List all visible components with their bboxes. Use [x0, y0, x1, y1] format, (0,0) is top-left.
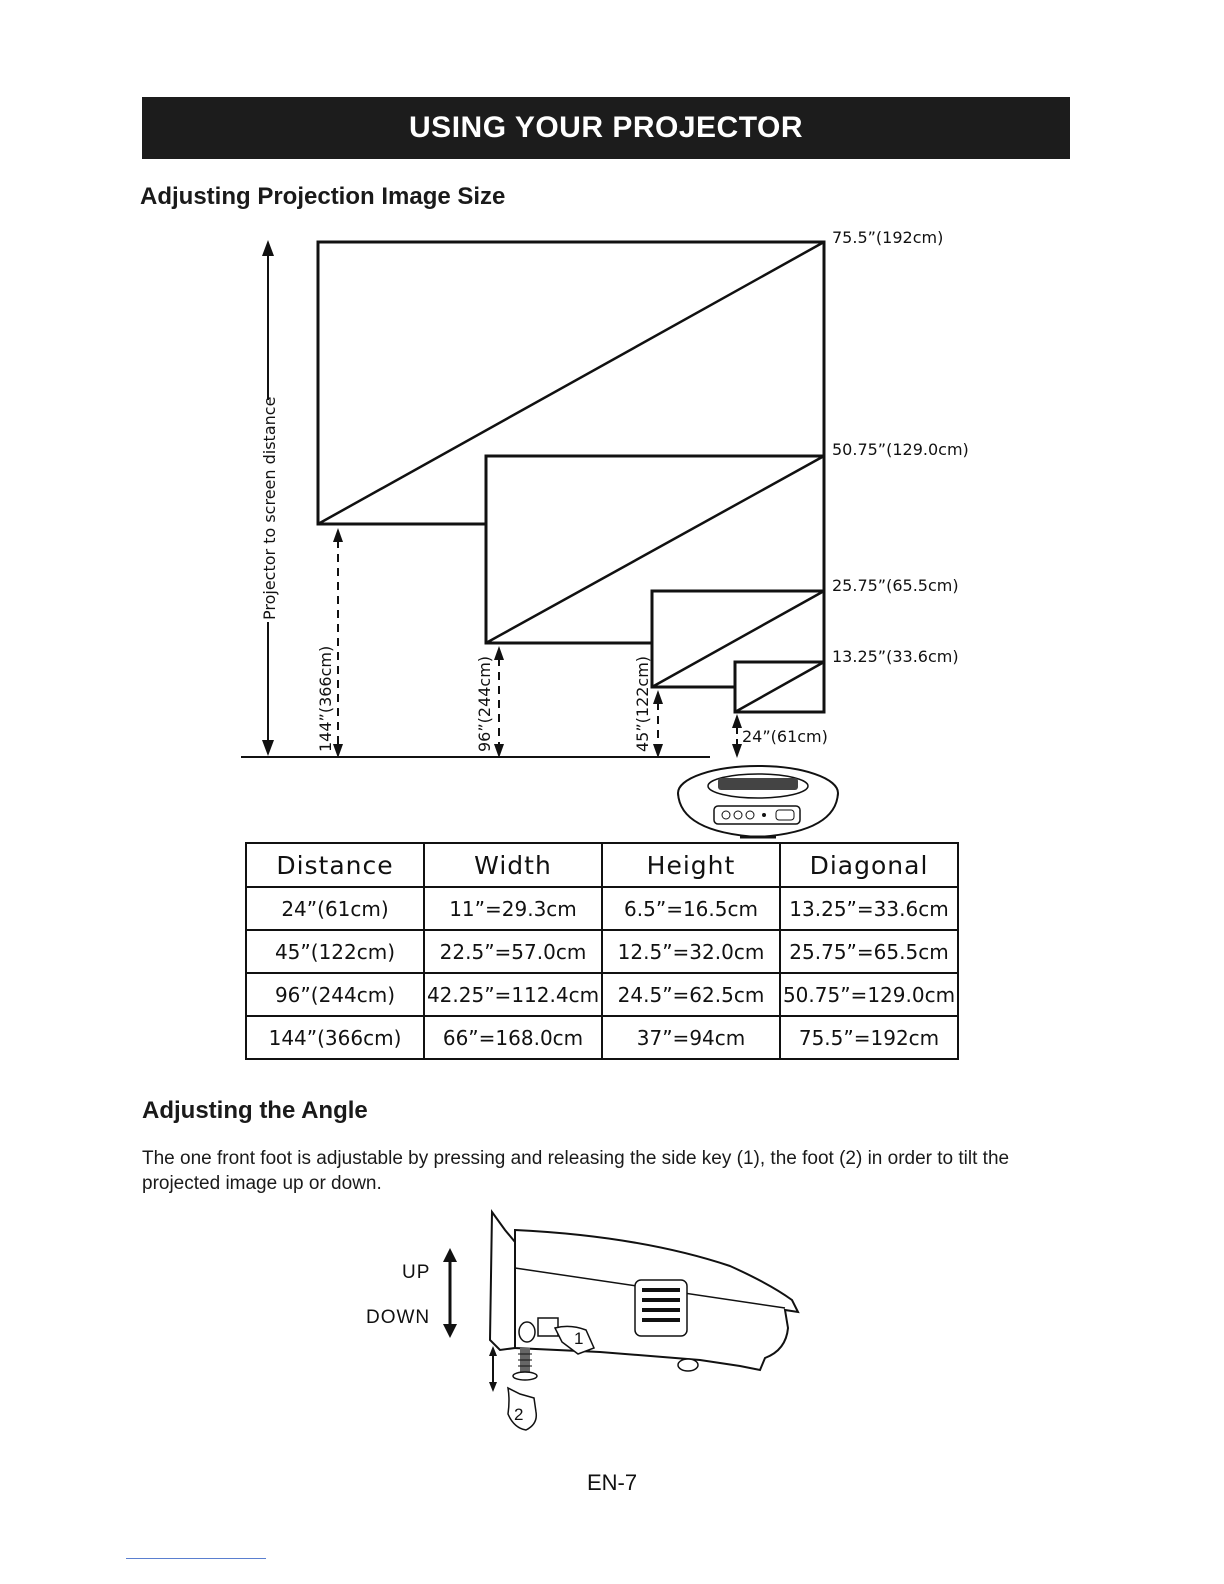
table-cell: 50.75”=129.0cm — [779, 972, 959, 1017]
projector-illustration — [677, 765, 839, 839]
projection-size-diagram: Projector to screen distance 75.5”(192cm… — [241, 228, 969, 839]
table-cell: 22.5”=57.0cm — [423, 929, 603, 974]
table-cell: 24.5”=62.5cm — [601, 972, 781, 1017]
table-row: 24”(61cm) 11”=29.3cm 6.5”=16.5cm 13.25”=… — [245, 886, 959, 931]
table-header: Distance — [245, 842, 425, 888]
table-row: 45”(122cm) 22.5”=57.0cm 12.5”=32.0cm 25.… — [245, 929, 959, 974]
table-cell: 13.25”=33.6cm — [779, 886, 959, 931]
spec-table-wrap: Distance Width Height Diagonal 24”(61cm)… — [245, 842, 959, 1060]
table-header: Height — [601, 842, 781, 888]
table-cell: 45”(122cm) — [245, 929, 425, 974]
distance-axis: Projector to screen distance — [260, 240, 279, 756]
page-number: EN-7 — [586, 1470, 638, 1495]
table-cell: 11”=29.3cm — [423, 886, 603, 931]
table-cell: 144”(366cm) — [245, 1015, 425, 1060]
foot-arrow-icon — [489, 1346, 497, 1392]
table-cell: 12.5”=32.0cm — [601, 929, 781, 974]
distance-marker-45: 45”(122cm) — [633, 656, 663, 758]
heading-angle: Adjusting the Angle — [142, 1097, 368, 1124]
table-row: 144”(366cm) 66”=168.0cm 37”=94cm 75.5”=1… — [245, 1015, 959, 1060]
table-row: 96”(244cm) 42.25”=112.4cm 24.5”=62.5cm 5… — [245, 972, 959, 1017]
press-finger-icon-2: 2 — [507, 1386, 538, 1431]
angle-adjust-figure: UP DOWN 1 2 — [366, 1208, 800, 1431]
table-cell: 25.75”=65.5cm — [779, 929, 959, 974]
size-label-75: 75.5”(192cm) — [832, 228, 943, 247]
angle-instructions: The one front foot is adjustable by pres… — [142, 1148, 1010, 1194]
distance-label-144: 144”(366cm) — [316, 646, 335, 752]
table-cell: 66”=168.0cm — [423, 1015, 603, 1060]
press-finger-icon-1: 1 — [553, 1325, 596, 1355]
distance-marker-144: 144”(366cm) — [316, 528, 343, 758]
spec-table: Distance Width Height Diagonal 24”(61cm)… — [245, 842, 959, 1060]
distance-label-24: 24”(61cm) — [742, 727, 828, 746]
up-label: UP — [402, 1262, 430, 1283]
table-cell: 37”=94cm — [601, 1015, 781, 1060]
table-header: Diagonal — [779, 842, 959, 888]
table-cell: 24”(61cm) — [245, 886, 425, 931]
distance-label-45: 45”(122cm) — [633, 656, 652, 752]
section-banner: USING YOUR PROJECTOR — [142, 97, 1070, 159]
table-cell: 6.5”=16.5cm — [601, 886, 781, 931]
table-cell: 75.5”=192cm — [779, 1015, 959, 1060]
axis-label: Projector to screen distance — [260, 397, 279, 620]
table-cell: 42.25”=112.4cm — [423, 972, 603, 1017]
distance-marker-24: 24”(61cm) — [732, 714, 828, 758]
adjustable-foot — [512, 1348, 538, 1381]
distance-label-96: 96”(244cm) — [475, 656, 494, 752]
banner-title: USING YOUR PROJECTOR — [409, 111, 803, 144]
table-header-row: Distance Width Height Diagonal — [245, 842, 959, 888]
projector-side-view — [488, 1208, 800, 1372]
size-label-50: 50.75”(129.0cm) — [832, 440, 969, 459]
size-label-25: 25.75”(65.5cm) — [832, 576, 959, 595]
size-label-13: 13.25”(33.6cm) — [832, 647, 959, 666]
distance-marker-96: 96”(244cm) — [475, 646, 504, 758]
callout-2: 2 — [514, 1405, 523, 1424]
table-header: Width — [423, 842, 603, 888]
heading-image-size: Adjusting Projection Image Size — [140, 183, 506, 210]
table-cell: 96”(244cm) — [245, 972, 425, 1017]
up-down-arrow-icon — [443, 1248, 457, 1338]
callout-1: 1 — [574, 1329, 583, 1348]
down-label: DOWN — [366, 1307, 430, 1328]
footer-divider — [126, 1558, 266, 1559]
screen-24 — [733, 660, 826, 714]
